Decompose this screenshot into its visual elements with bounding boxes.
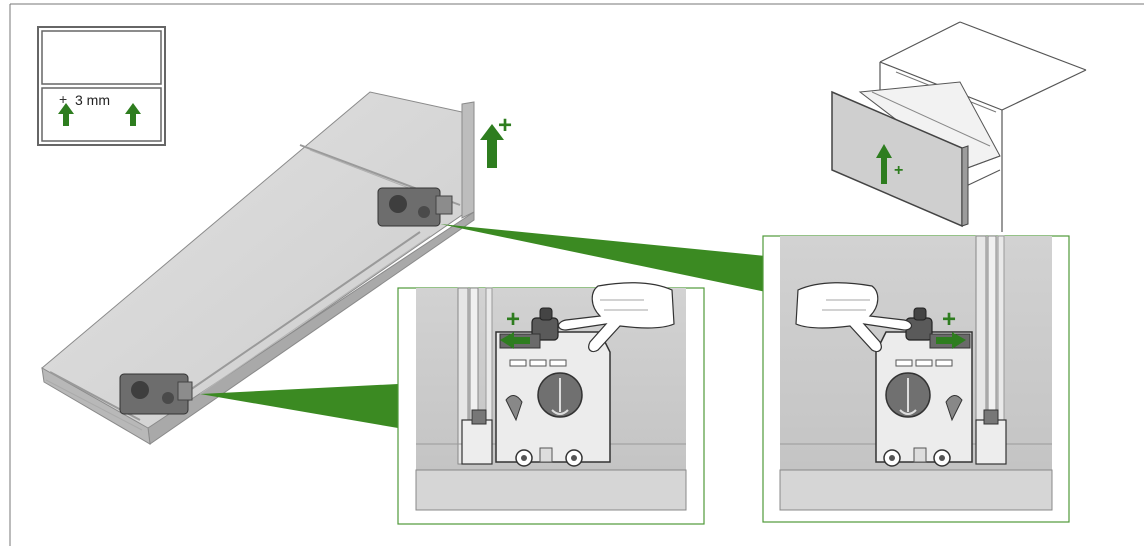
runner-clip-upper [377,187,453,227]
up-arrow-icon [480,124,504,168]
offset-label: 3 mm [75,92,110,108]
runner-clip-lower [119,373,193,415]
plus-sign-drawer: + [894,162,903,179]
hand-icon [795,282,913,353]
plus-sign-detail-left: + [506,306,520,333]
front-panel-icon: + 3 mm [37,26,166,146]
detail-view-left: + [397,282,705,525]
plus-sign-small: + [59,91,67,107]
cabinet-drawer-view: + [831,21,1087,232]
up-arrow-icon [876,144,892,184]
plus-sign-detail-right: + [942,306,956,333]
plus-sign-main: + [498,112,512,139]
callout-wedge-lower [200,384,398,428]
detail-view-right: + [762,235,1070,523]
drawer-front-panel [41,91,475,445]
up-arrow-icon [58,103,74,126]
left-arrow-icon [500,332,530,349]
up-arrow-icon [125,103,141,126]
callout-wedge-upper [440,224,766,292]
right-arrow-icon [936,332,966,349]
hand-icon [557,282,675,353]
